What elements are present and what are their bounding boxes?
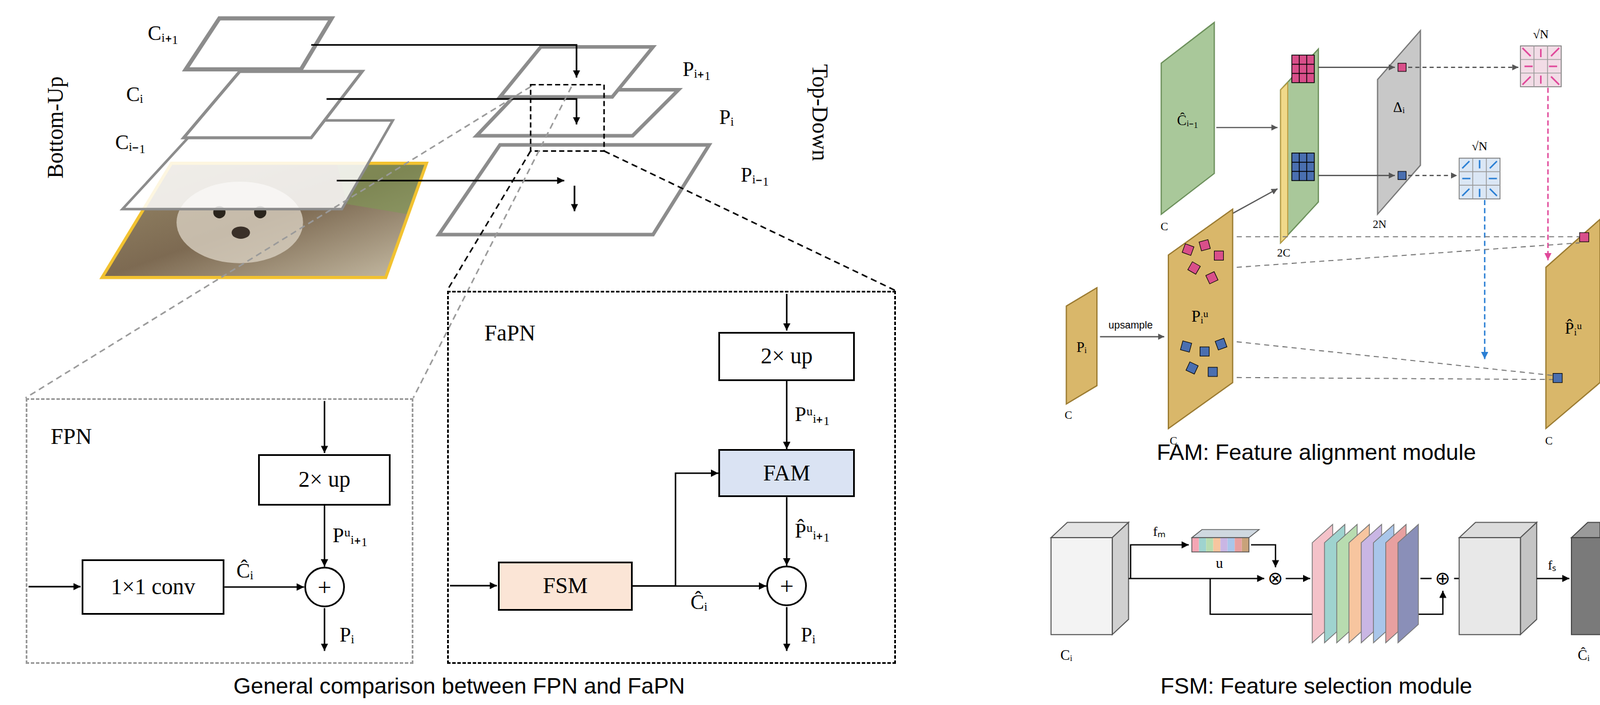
vector-label: u xyxy=(1215,555,1224,572)
tensor-label: P̂ᵢᵘ xyxy=(1565,319,1583,338)
process-box: FSM xyxy=(497,561,633,611)
channel-label: 2C xyxy=(1277,246,1291,260)
channel-label: C xyxy=(1160,220,1168,233)
box-label: 2× up xyxy=(760,343,813,369)
tensor-label: Ĉᵢ xyxy=(1577,646,1590,663)
direction-label: Top-Down xyxy=(806,63,832,162)
channel-label: C xyxy=(1545,434,1553,448)
process-box: 2× up xyxy=(258,453,391,505)
box-label: FSM xyxy=(543,573,589,598)
level-label: Pᵢ xyxy=(718,106,734,129)
caption: FSM: Feature selection module xyxy=(1160,673,1473,698)
tensor-label: Pᵢᵘ xyxy=(1191,307,1209,325)
output-label: Pᵢ xyxy=(800,623,816,646)
connector xyxy=(632,584,767,587)
function-label: fₛ xyxy=(1548,557,1557,573)
group-heading: FaPN xyxy=(484,320,536,346)
tensor-label: Pᵢ xyxy=(1076,339,1087,356)
level-label: Cᵢ xyxy=(126,83,144,107)
caption: FAM: Feature alignment module xyxy=(1156,439,1477,465)
caption: General comparison between FPN and FaPN xyxy=(233,673,686,698)
grid-size-label: √N xyxy=(1533,27,1549,42)
connector xyxy=(323,505,326,567)
level-label: Pᵢ₊₁ xyxy=(682,58,711,81)
edge-label: Ĉᵢ xyxy=(236,559,254,582)
channel-label: 2N xyxy=(1372,218,1387,231)
connector xyxy=(785,380,788,450)
sum-circle: + xyxy=(304,566,345,607)
edge-label: Ĉᵢ xyxy=(690,591,708,614)
output-label: Pᵢ xyxy=(339,623,355,646)
group-heading: FPN xyxy=(50,424,92,449)
edge-label: Pᵘᵢ₊₁ xyxy=(332,524,369,548)
tensor-label: Δᵢ xyxy=(1393,99,1405,116)
connector xyxy=(632,472,719,586)
edge-label: Pᵘᵢ₊₁ xyxy=(794,403,831,426)
function-label: fₘ xyxy=(1152,524,1166,540)
multiply-symbol: ⊗ xyxy=(1267,568,1284,589)
tensor-label: Cᵢ xyxy=(1060,646,1073,663)
box-label: + xyxy=(780,572,794,600)
box-label: 1×1 conv xyxy=(110,574,196,600)
operation-label: upsample xyxy=(1108,319,1153,332)
level-label: Cᵢ₊₁ xyxy=(147,22,179,45)
tensor-label: Ĉᵢ₋₁ xyxy=(1176,112,1199,129)
channel-label: C xyxy=(1064,408,1072,422)
process-box: FAM xyxy=(718,448,855,497)
box-label: 2× up xyxy=(298,467,351,492)
sum-circle: + xyxy=(766,565,807,606)
level-label: Pᵢ₋₁ xyxy=(740,164,770,187)
direction-label: Bottom-Up xyxy=(43,76,69,179)
connector xyxy=(224,585,304,588)
edge-label: P̂ᵘᵢ₊₁ xyxy=(794,519,831,542)
grid-size-label: √N xyxy=(1472,140,1488,155)
process-box: 2× up xyxy=(718,331,855,381)
group-box: FaPN 2× up FAM FSM + xyxy=(447,290,896,663)
level-label: Cᵢ₋₁ xyxy=(115,131,147,155)
add-symbol: ⊕ xyxy=(1434,568,1451,589)
box-label: FAM xyxy=(763,460,811,486)
process-box: 1×1 conv xyxy=(81,559,225,614)
connector xyxy=(785,496,788,566)
box-label: + xyxy=(317,573,332,601)
